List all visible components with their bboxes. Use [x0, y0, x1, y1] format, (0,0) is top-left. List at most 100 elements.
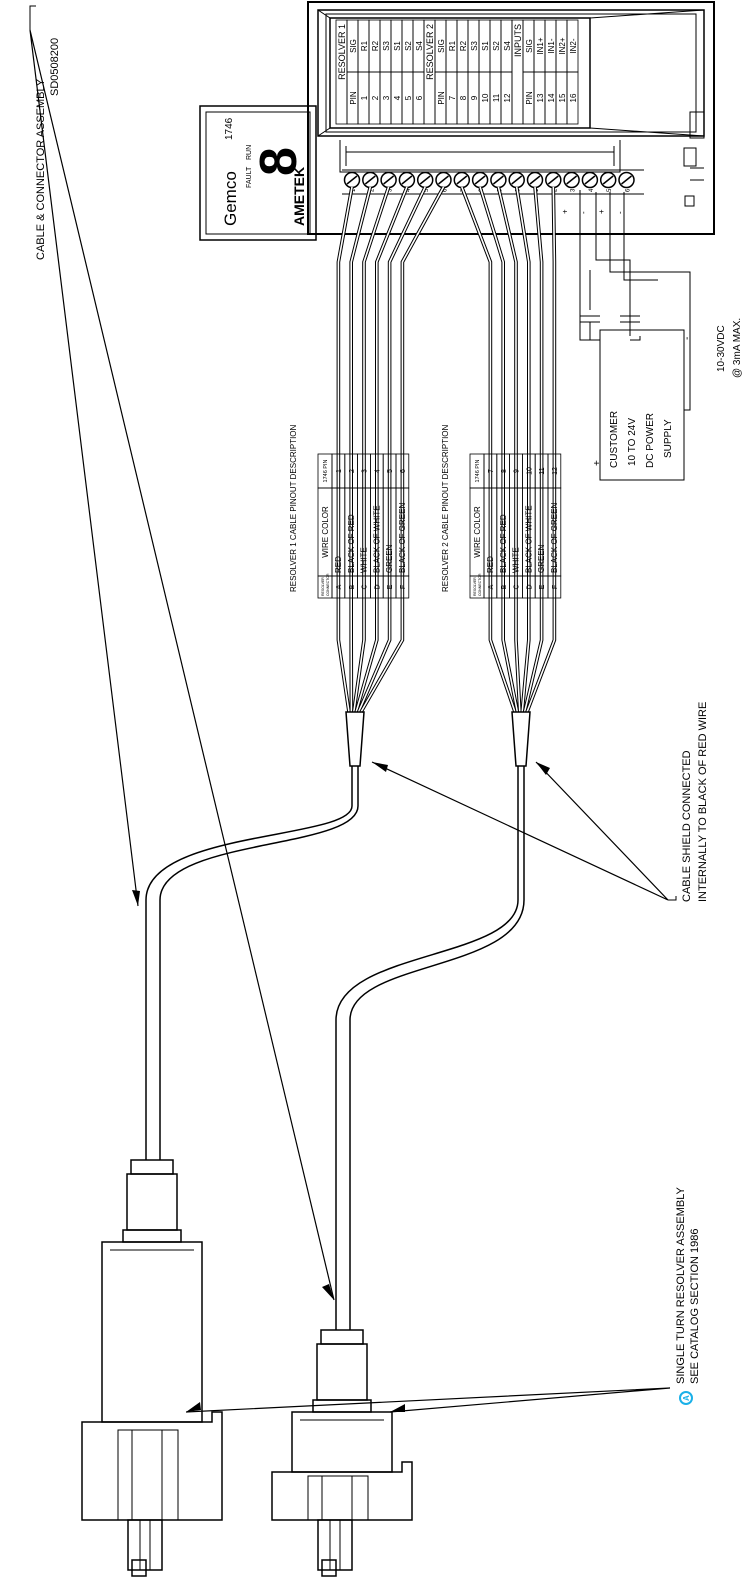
- pinout-cell: 8: [501, 469, 508, 473]
- terminal-number: 6: [626, 188, 632, 192]
- callout-cable-assembly: CABLE & CONNECTOR ASSEMBLY SD0508200: [29, 5, 335, 1301]
- pinout-header-cell: RESOLVER: [473, 577, 477, 596]
- pinout-cell: A: [336, 584, 343, 589]
- label-plate-cell: 1: [360, 95, 369, 100]
- cable-1: [145, 766, 359, 1160]
- pinout-cell: BLACK OF GREEN: [398, 503, 407, 573]
- label-plate-cell: R2: [371, 40, 380, 51]
- terminal-number: 4: [589, 188, 595, 192]
- supply-line-3: DC POWER: [645, 413, 656, 468]
- supply-line-2: 10 TO 24V: [627, 418, 638, 466]
- cable-2: [335, 766, 525, 1330]
- terminal-number: 3: [571, 188, 577, 192]
- supply-plus: +: [592, 460, 603, 466]
- label-plate-cell: 4: [393, 95, 402, 100]
- cable-shield-line-1: CABLE SHIELD CONNECTED: [681, 750, 693, 902]
- label-plate-cell: 2: [371, 95, 380, 100]
- model-label: 1746: [224, 117, 235, 140]
- run-label: RUN: [246, 145, 253, 160]
- terminal-number: 2: [369, 188, 375, 192]
- pinout-header-cell: WIRE COLOR: [321, 506, 330, 558]
- label-plate-cell: SIG: [437, 39, 446, 53]
- label-plate-section-title: RESOLVER 1: [337, 24, 347, 80]
- pinout-header-cell: 1746 PIN: [475, 460, 481, 483]
- gemco-label: Gemco: [221, 171, 240, 226]
- supply-line-1: CUSTOMER: [609, 411, 620, 468]
- supply-polarity-label: -: [579, 211, 588, 214]
- pinout-cell: BLACK OF GREEN: [550, 503, 559, 573]
- pinout-cell: B: [501, 584, 508, 589]
- label-plate-cell: 11: [492, 93, 501, 102]
- resolver-1: [81, 1241, 223, 1577]
- terminal-screw: 6: [618, 171, 635, 192]
- pinout-header-cell: CONNECTOR: [326, 573, 330, 596]
- cable-boot-1: [345, 711, 365, 767]
- label-plate-cell: 9: [470, 95, 479, 100]
- pinout-cell: WHITE: [360, 547, 369, 573]
- label-plate-cell: 5: [404, 95, 413, 100]
- pinout-cell: E: [539, 584, 546, 589]
- pinout-cell: 4: [374, 469, 381, 473]
- connector-2: [312, 1329, 372, 1413]
- terminal-number: 2: [552, 188, 558, 192]
- pinout-cell: D: [374, 584, 381, 589]
- resolver-assembly-line-2: SEE CATALOG SECTION 1986: [689, 1229, 701, 1384]
- pinout-cell: 12: [552, 467, 559, 475]
- power-supply-circuit: + - CUSTOMER 10 TO 24V DC POWER SUPPLY 1…: [579, 190, 743, 481]
- current-label: @ 3mA MAX.: [732, 318, 743, 378]
- pinout-cell: E: [387, 584, 394, 589]
- label-plate-cell: IN2-: [569, 38, 578, 53]
- label-plate-cell: 16: [569, 93, 578, 102]
- ametek-logo: AMETEK: [291, 167, 307, 226]
- pinout-cell: C: [514, 584, 521, 589]
- supply-polarity-label: -: [616, 211, 625, 214]
- label-plate-cell: 8: [459, 95, 468, 100]
- cable-assembly-line-2: SD0508200: [49, 38, 61, 96]
- label-plate-cell: S1: [481, 41, 490, 51]
- wire-bundle-2: [460, 186, 557, 713]
- label-plate-cell: S3: [470, 41, 479, 51]
- label-plate-cell: IN1+: [536, 37, 545, 54]
- cable-shield-line-2: INTERNALLY TO BLACK OF RED WIRE: [697, 702, 709, 902]
- label-plate-cell: S4: [503, 41, 512, 51]
- label-plate-cell: PIN: [437, 91, 446, 105]
- terminal-number: 4: [406, 188, 412, 192]
- label-plate-section-title: RESOLVER 2: [425, 24, 435, 80]
- label-plate-cell: S1: [393, 41, 402, 51]
- terminal-number: 1: [351, 188, 357, 192]
- resolver-2: [271, 1411, 413, 1577]
- pinout-cell: BLACK OF WHITE: [372, 505, 381, 573]
- pinout-cell: GREEN: [385, 544, 394, 573]
- fault-label: FAULT: [246, 166, 253, 188]
- revision-marker-label: A: [682, 1395, 691, 1401]
- terminal-screw: 2: [545, 171, 562, 192]
- label-plate-cell: 14: [547, 93, 556, 102]
- pinout-cell: 6: [400, 469, 407, 473]
- terminal-number: 3: [388, 188, 394, 192]
- terminal-number: 6: [443, 188, 449, 192]
- pinout-cell: C: [362, 584, 369, 589]
- pinout-cell: BLACK OF WHITE: [524, 505, 533, 573]
- pinout-header-cell: RESOLVER: [321, 577, 325, 596]
- supply-polarity-label: +: [561, 209, 570, 214]
- pinout-cell: A: [488, 584, 495, 589]
- pinout-header-cell: CONNECTOR: [478, 573, 482, 596]
- label-plate-cell: 3: [382, 95, 391, 100]
- label-plate-cell: SIG: [349, 39, 358, 53]
- status-panel: Gemco 1746 RUN FAULT 8 AMETEK: [199, 105, 317, 241]
- terminal-screw: 5: [599, 171, 617, 192]
- pinout-cell: GREEN: [537, 544, 546, 573]
- pinout-cell: 10: [526, 467, 533, 475]
- label-plate-cell: R1: [448, 40, 457, 51]
- label-plate-cell: 6: [415, 95, 424, 100]
- terminal-screw: 4: [581, 171, 599, 192]
- pinout-cell: F: [400, 585, 407, 589]
